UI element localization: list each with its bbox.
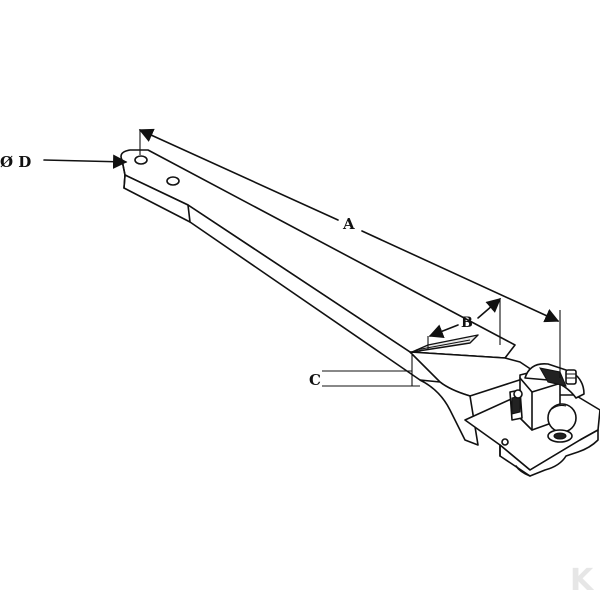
dimension-c: C [309, 355, 420, 389]
front-hole-1 [134, 155, 148, 165]
label-d: Ø D [0, 153, 31, 171]
dimension-d: Ø D [0, 153, 128, 171]
brand-logo-letter: K [570, 563, 595, 598]
dimension-b: B [427, 298, 502, 350]
label-c: C [309, 371, 321, 389]
front-holes [134, 155, 180, 186]
front-hole-2 [166, 176, 180, 186]
drawbar-arm [120, 149, 516, 385]
brand-logo: K [570, 563, 595, 598]
label-a: A [342, 215, 355, 233]
label-b: B [461, 315, 473, 331]
dimension-a: A [138, 128, 561, 378]
plate-hole [501, 438, 509, 446]
